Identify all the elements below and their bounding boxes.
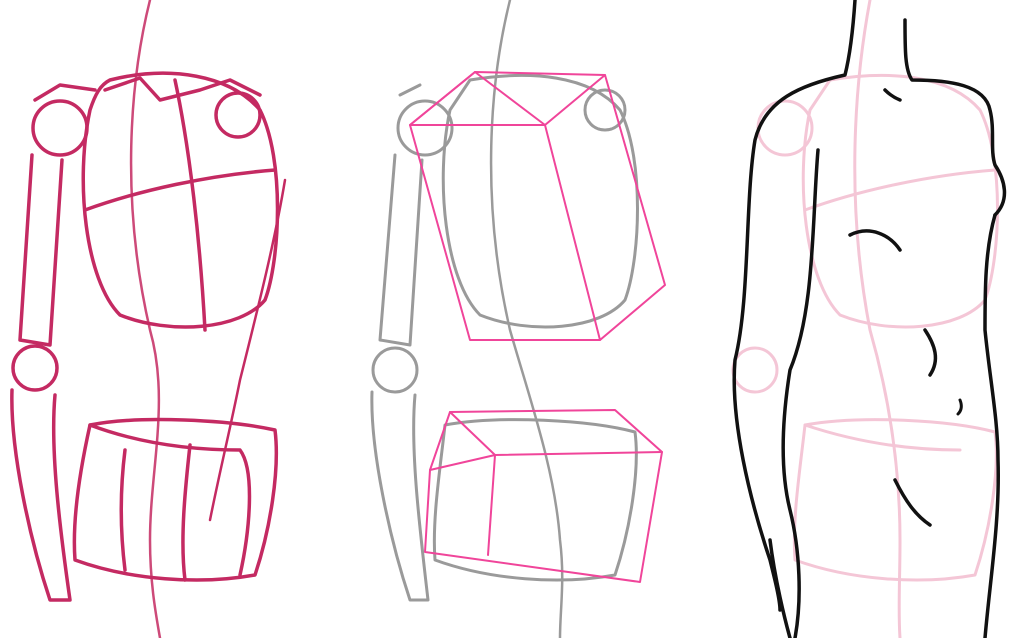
panel-box-volumes (370, 0, 666, 638)
pelvis-box (424, 409, 663, 583)
panel-final-lineart (731, 0, 1007, 638)
panel-construction-sketch (10, 0, 287, 638)
